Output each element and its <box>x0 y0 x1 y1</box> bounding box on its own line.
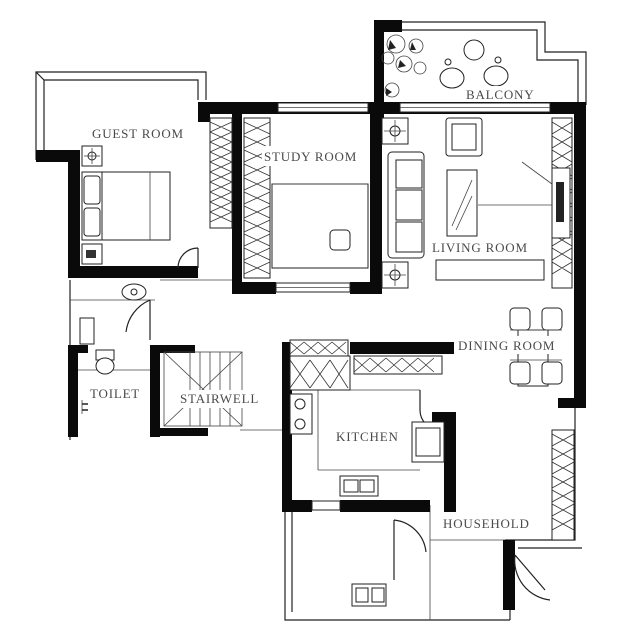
label-dining-room: DINING ROOM <box>458 338 555 353</box>
windows <box>275 102 551 511</box>
kitchen-fixtures <box>289 393 445 607</box>
label-guest-room: GUEST ROOM <box>92 126 184 141</box>
balcony-furniture <box>381 34 509 98</box>
room-labels: GUEST ROOM STUDY ROOM BALCONY LIVING ROO… <box>90 86 574 531</box>
guest-room-furniture <box>81 145 171 265</box>
label-household: HOUSEHOLD <box>443 516 530 531</box>
toilet-fixtures <box>79 283 147 414</box>
label-study-room: STUDY ROOM <box>264 149 357 164</box>
label-living-room: LIVING ROOM <box>432 240 528 255</box>
stairwell <box>163 351 243 427</box>
label-toilet: TOILET <box>90 386 140 401</box>
living-furniture <box>381 117 571 289</box>
doors <box>125 247 551 601</box>
study-furniture <box>271 183 369 269</box>
label-kitchen: KITCHEN <box>336 429 399 444</box>
label-balcony: BALCONY <box>466 87 534 102</box>
label-stairwell: STAIRWELL <box>180 391 259 406</box>
